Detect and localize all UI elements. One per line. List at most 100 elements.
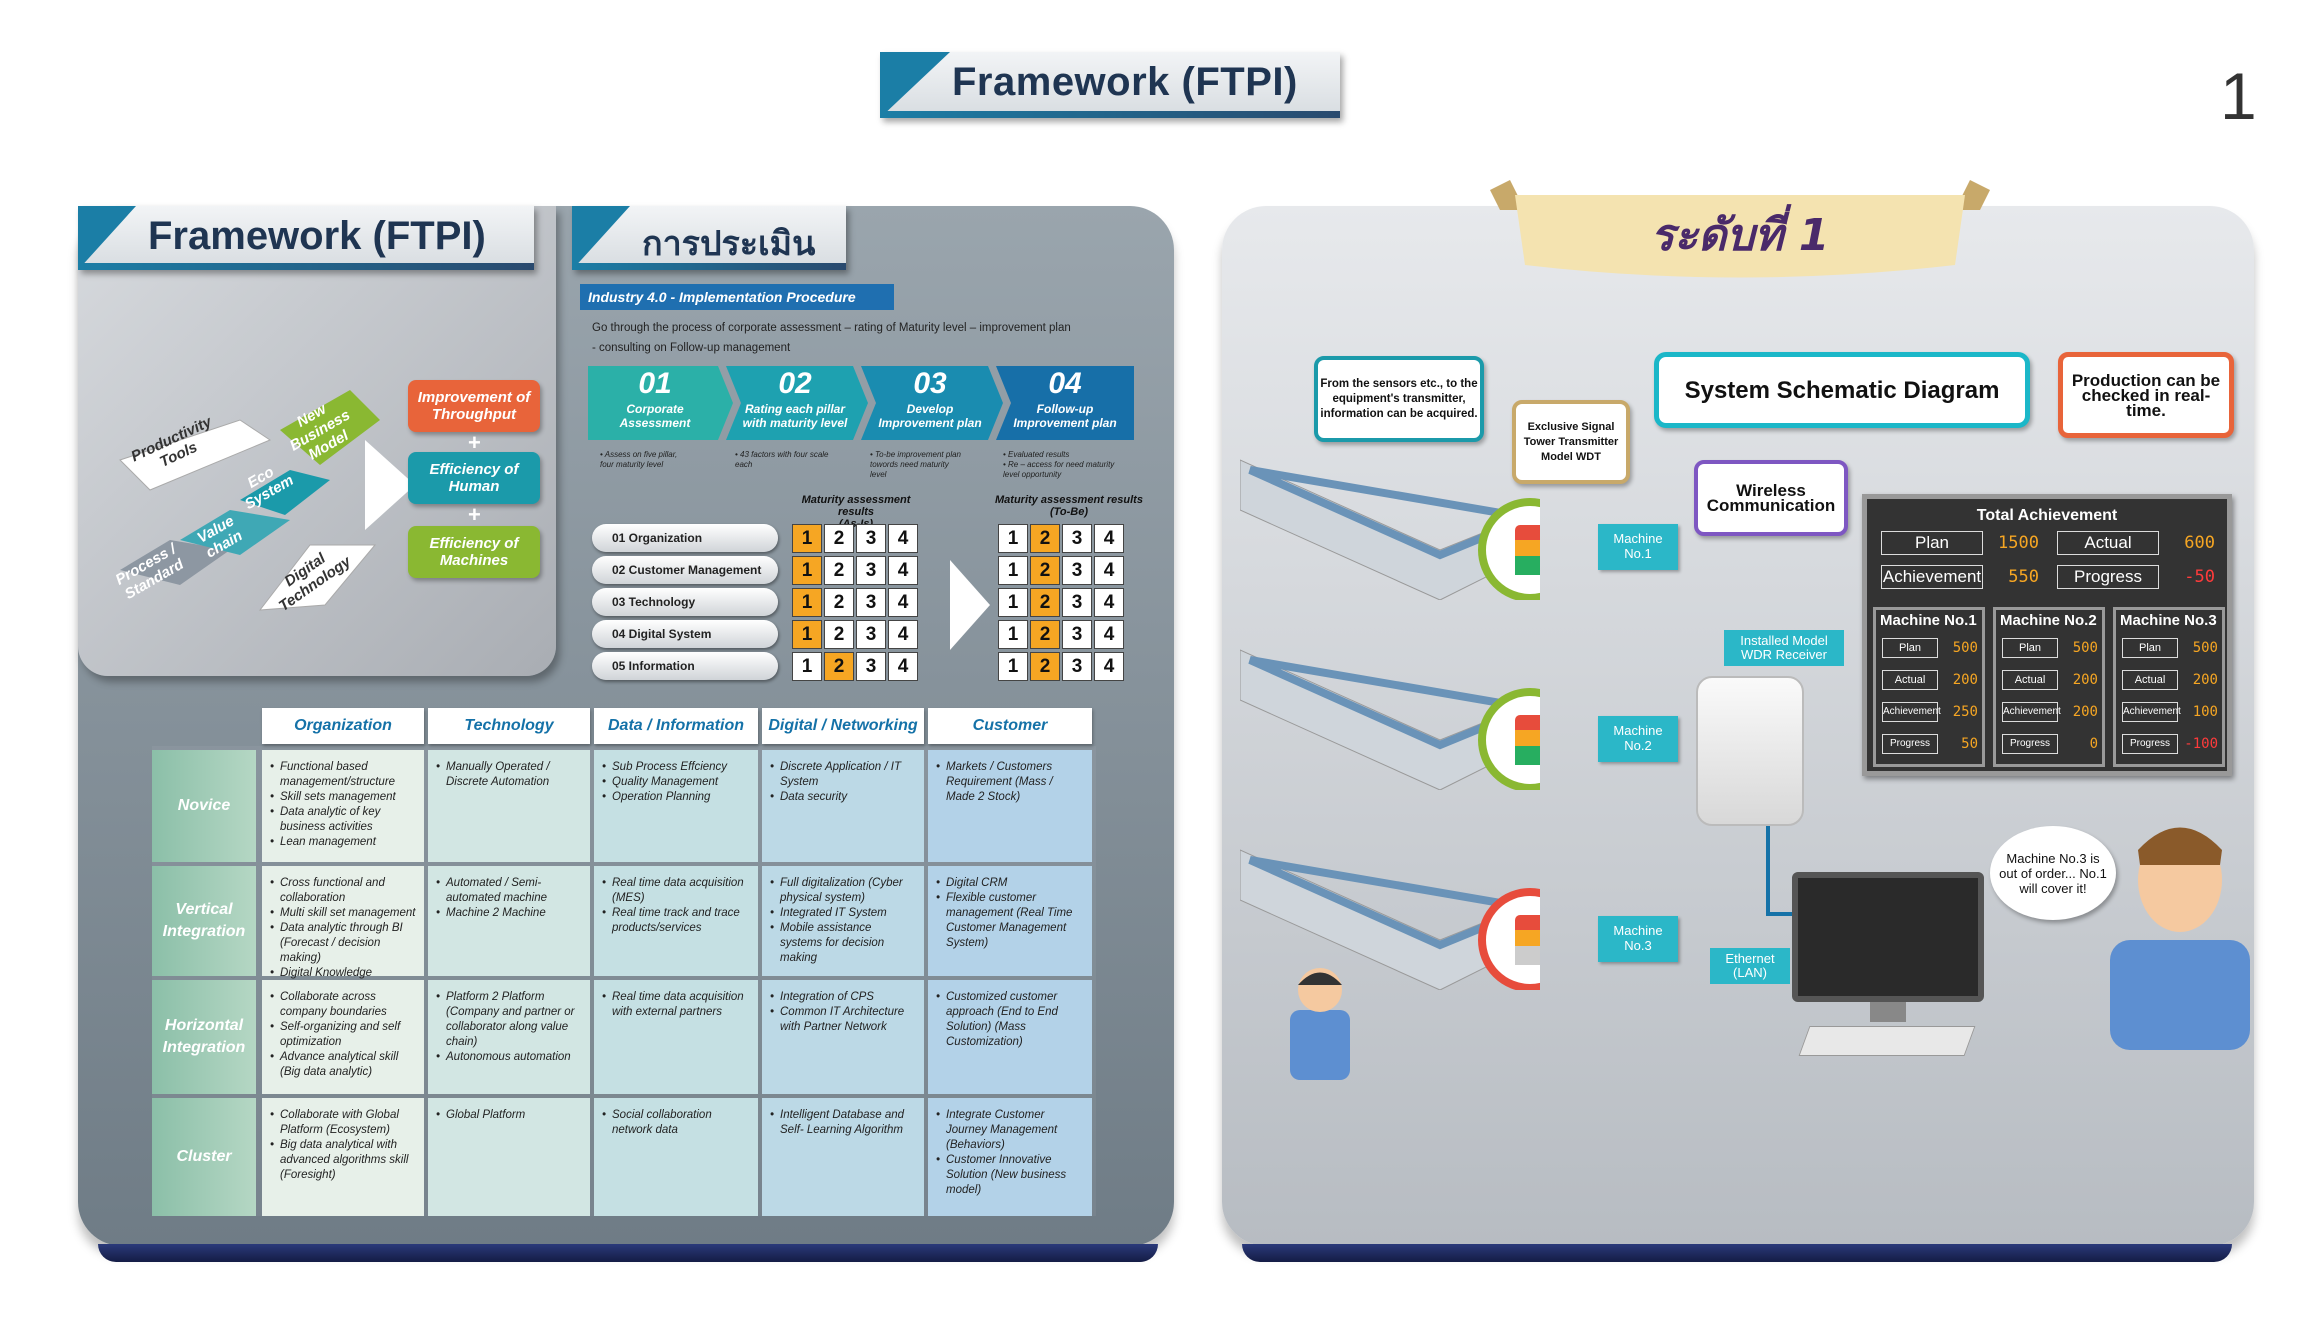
unit-ach-value: 100	[2192, 704, 2218, 720]
column-header-4: Customer	[928, 708, 1092, 744]
asis-cell: 3	[856, 524, 886, 553]
cell-item: Markets / Customers Requirement (Mass / …	[936, 760, 1084, 805]
table-cell: Automated / Semi-automated machineMachin…	[428, 866, 590, 976]
tobe-header: Maturity assessment results(To-Be)	[995, 494, 1143, 518]
asis-cell: 4	[888, 588, 918, 617]
assessment-header: การประเมิน	[572, 206, 846, 270]
cell-item: Advance analytical skill (Big data analy…	[270, 1050, 416, 1080]
cell-item: Collaborate across company boundaries	[270, 990, 416, 1020]
machine-3-illustration	[1240, 849, 1540, 990]
tobe-cell: 2	[1030, 524, 1060, 553]
page-title: Framework (FTPI)	[952, 60, 1298, 104]
tobe-cell: 4	[1094, 620, 1124, 649]
tobe-cell: 4	[1094, 652, 1124, 681]
tobe-cell: 4	[1094, 588, 1124, 617]
table-cell: Integrate Customer Journey Management (B…	[928, 1098, 1092, 1216]
table-cell: Real time data acquisition (MES)Real tim…	[594, 866, 758, 976]
plus-sign: +	[468, 430, 481, 455]
cell-item: Multi skill set management	[270, 906, 416, 921]
asis-cell: 2	[824, 652, 854, 681]
table-cell: Integration of CPSCommon IT Architecture…	[762, 980, 924, 1094]
ftpi-card-title: Framework (FTPI)	[148, 214, 486, 258]
table-cell: Markets / Customers Requirement (Mass / …	[928, 750, 1092, 862]
unit-actual-value: 200	[1952, 672, 1978, 688]
cell-item: Operation Planning	[602, 790, 750, 805]
unit-ach-label: Achievement	[2122, 702, 2181, 722]
cell-item: Mobile assistance systems for decision m…	[770, 921, 916, 966]
asis-cell: 1	[792, 620, 822, 649]
cell-item: Discrete Application / IT System	[770, 760, 916, 790]
unit-actual-value: 200	[2072, 672, 2098, 688]
callout-ethernet: Ethernet (LAN)	[1710, 948, 1790, 984]
asis-cell: 1	[792, 524, 822, 553]
cell-item: Digital CRM	[936, 876, 1084, 891]
board-ach-value: 550	[2008, 567, 2039, 587]
assessment-title: การประเมิน	[642, 224, 816, 264]
cell-item: Functional based management/structure	[270, 760, 416, 790]
tobe-cell: 3	[1062, 652, 1092, 681]
row-header-3: Cluster	[152, 1098, 256, 1216]
cell-item: Integrated IT System	[770, 906, 916, 921]
steps-chevrons	[588, 366, 1134, 440]
cell-item: Automated / Semi-automated machine	[436, 876, 582, 906]
asis-cell: 4	[888, 620, 918, 649]
machine-3-label: Machine No.3	[1598, 916, 1678, 962]
callout-tower: Exclusive Signal Tower Transmitter Model…	[1512, 400, 1630, 484]
speech-bubble: Machine No.3 is out of order... No.1 wil…	[1990, 826, 2116, 920]
manager-person-icon	[2110, 827, 2250, 1050]
cell-item: Quality Management	[602, 775, 750, 790]
table-cell: Discrete Application / IT SystemData sec…	[762, 750, 924, 862]
outcome-machines: Efficiency of Machines	[408, 526, 540, 578]
asis-cell: 1	[792, 652, 822, 681]
tobe-cell: 1	[998, 620, 1028, 649]
unit-name: Machine No.2	[2000, 612, 2097, 629]
unit-plan-value: 500	[1952, 640, 1978, 656]
unit-ach-value: 200	[2072, 704, 2098, 720]
page-title-banner: Framework (FTPI)	[880, 52, 1340, 118]
table-cell: Cross functional and collaborationMulti …	[262, 866, 424, 981]
unit-ach-label: Achievement	[1882, 702, 1941, 722]
unit-prog-label: Progress	[1882, 734, 1938, 754]
unit-plan-value: 500	[2072, 640, 2098, 656]
column-header-0: Organization	[262, 708, 424, 744]
tobe-cell: 1	[998, 524, 1028, 553]
column-header-2: Data / Information	[594, 708, 758, 744]
unit-actual-label: Actual	[2122, 670, 2178, 690]
board-plan-label: Plan	[1881, 531, 1983, 555]
asis-cell: 1	[792, 588, 822, 617]
unit-name: Machine No.1	[1880, 612, 1977, 629]
cell-item: Collaborate with Global Platform (Ecosys…	[270, 1108, 416, 1138]
machine-1-illustration	[1240, 459, 1540, 600]
pillar-3: 03 Technology	[592, 588, 778, 616]
pillar-2: 02 Customer Management	[592, 556, 778, 584]
cell-item: Sub Process Effciency	[602, 760, 750, 775]
step-note-01: • Assess on five pillar,four maturity le…	[600, 450, 678, 469]
cell-item: Data analytic through BI (Forecast / dec…	[270, 921, 416, 966]
table-cell: Real time data acquisition with external…	[594, 980, 758, 1094]
table-cell: Social collaboration network data	[594, 1098, 758, 1216]
tobe-cell: 1	[998, 652, 1028, 681]
cell-item: Real time track and trace products/servi…	[602, 906, 750, 936]
pillar-1: 01 Organization	[592, 524, 778, 552]
table-cell: Intelligent Database and Self- Learning …	[762, 1098, 924, 1216]
unit-actual-label: Actual	[2002, 670, 2058, 690]
board-actual-value: 600	[2184, 533, 2215, 553]
pillar-5: 05 Information	[592, 652, 778, 680]
tobe-cell: 1	[998, 588, 1028, 617]
board-title: Total Achievement	[1976, 507, 2118, 524]
board-ach-label: Achievement	[1881, 565, 1983, 589]
asis-tobe-arrow-icon	[950, 560, 990, 650]
table-cell: Global Platform	[428, 1098, 590, 1216]
procedure-subtitle: Industry 4.0 - Implementation Procedure	[580, 284, 894, 310]
cell-item: Cross functional and collaboration	[270, 876, 416, 906]
tobe-cell: 3	[1062, 524, 1092, 553]
ftpi-card-header: Framework (FTPI)	[78, 206, 534, 270]
tobe-cell: 3	[1062, 620, 1092, 649]
monitor-stand	[1870, 1002, 1906, 1022]
tobe-cell: 4	[1094, 556, 1124, 585]
machine-2-label: Machine No.2	[1598, 716, 1678, 762]
cell-item: Machine 2 Machine	[436, 906, 582, 921]
tobe-cell: 2	[1030, 588, 1060, 617]
